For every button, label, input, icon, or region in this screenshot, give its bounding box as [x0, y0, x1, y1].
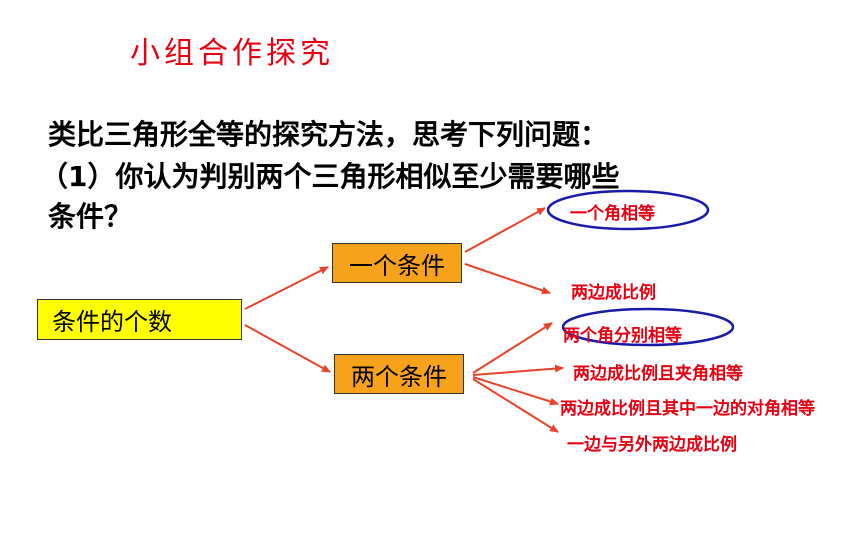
- question-line-3: 条件？: [48, 200, 133, 233]
- arrow-two-to-r4: [472, 364, 564, 376]
- arrow-one-to-r2: [464, 263, 551, 295]
- highlight-ellipse-2: [561, 307, 735, 347]
- arrow-count-to-two: [244, 324, 331, 373]
- slide-title: 小组合作探究: [130, 36, 334, 71]
- question-line-1: 类比三角形全等的探究方法，思考下列问题：: [48, 118, 609, 151]
- result-sas-similarity: 两边成比例且夹角相等: [573, 364, 743, 384]
- arrow-two-to-r3: [472, 322, 553, 374]
- result-one-angle-equal: 一个角相等: [570, 204, 655, 224]
- highlight-ellipse-1: [546, 189, 710, 231]
- result-two-angles-equal: 两个角分别相等: [563, 326, 682, 346]
- arrow-two-to-r6: [472, 378, 559, 433]
- question-line-2: （1）你认为判别两个三角形相似至少需要哪些: [40, 160, 620, 193]
- arrow-one-to-r1: [464, 207, 546, 253]
- one-condition-box: 一个条件: [332, 243, 462, 283]
- two-conditions-box: 两个条件: [334, 354, 464, 394]
- condition-count-box: 条件的个数: [37, 299, 242, 340]
- arrow-count-to-one: [244, 266, 329, 310]
- result-two-sides-proportional: 两边成比例: [571, 283, 656, 303]
- result-side-and-two-sides: 一边与另外两边成比例: [567, 435, 737, 455]
- result-ssa-condition: 两边成比例且其中一边的对角相等: [560, 399, 815, 419]
- arrow-two-to-r5: [472, 376, 559, 406]
